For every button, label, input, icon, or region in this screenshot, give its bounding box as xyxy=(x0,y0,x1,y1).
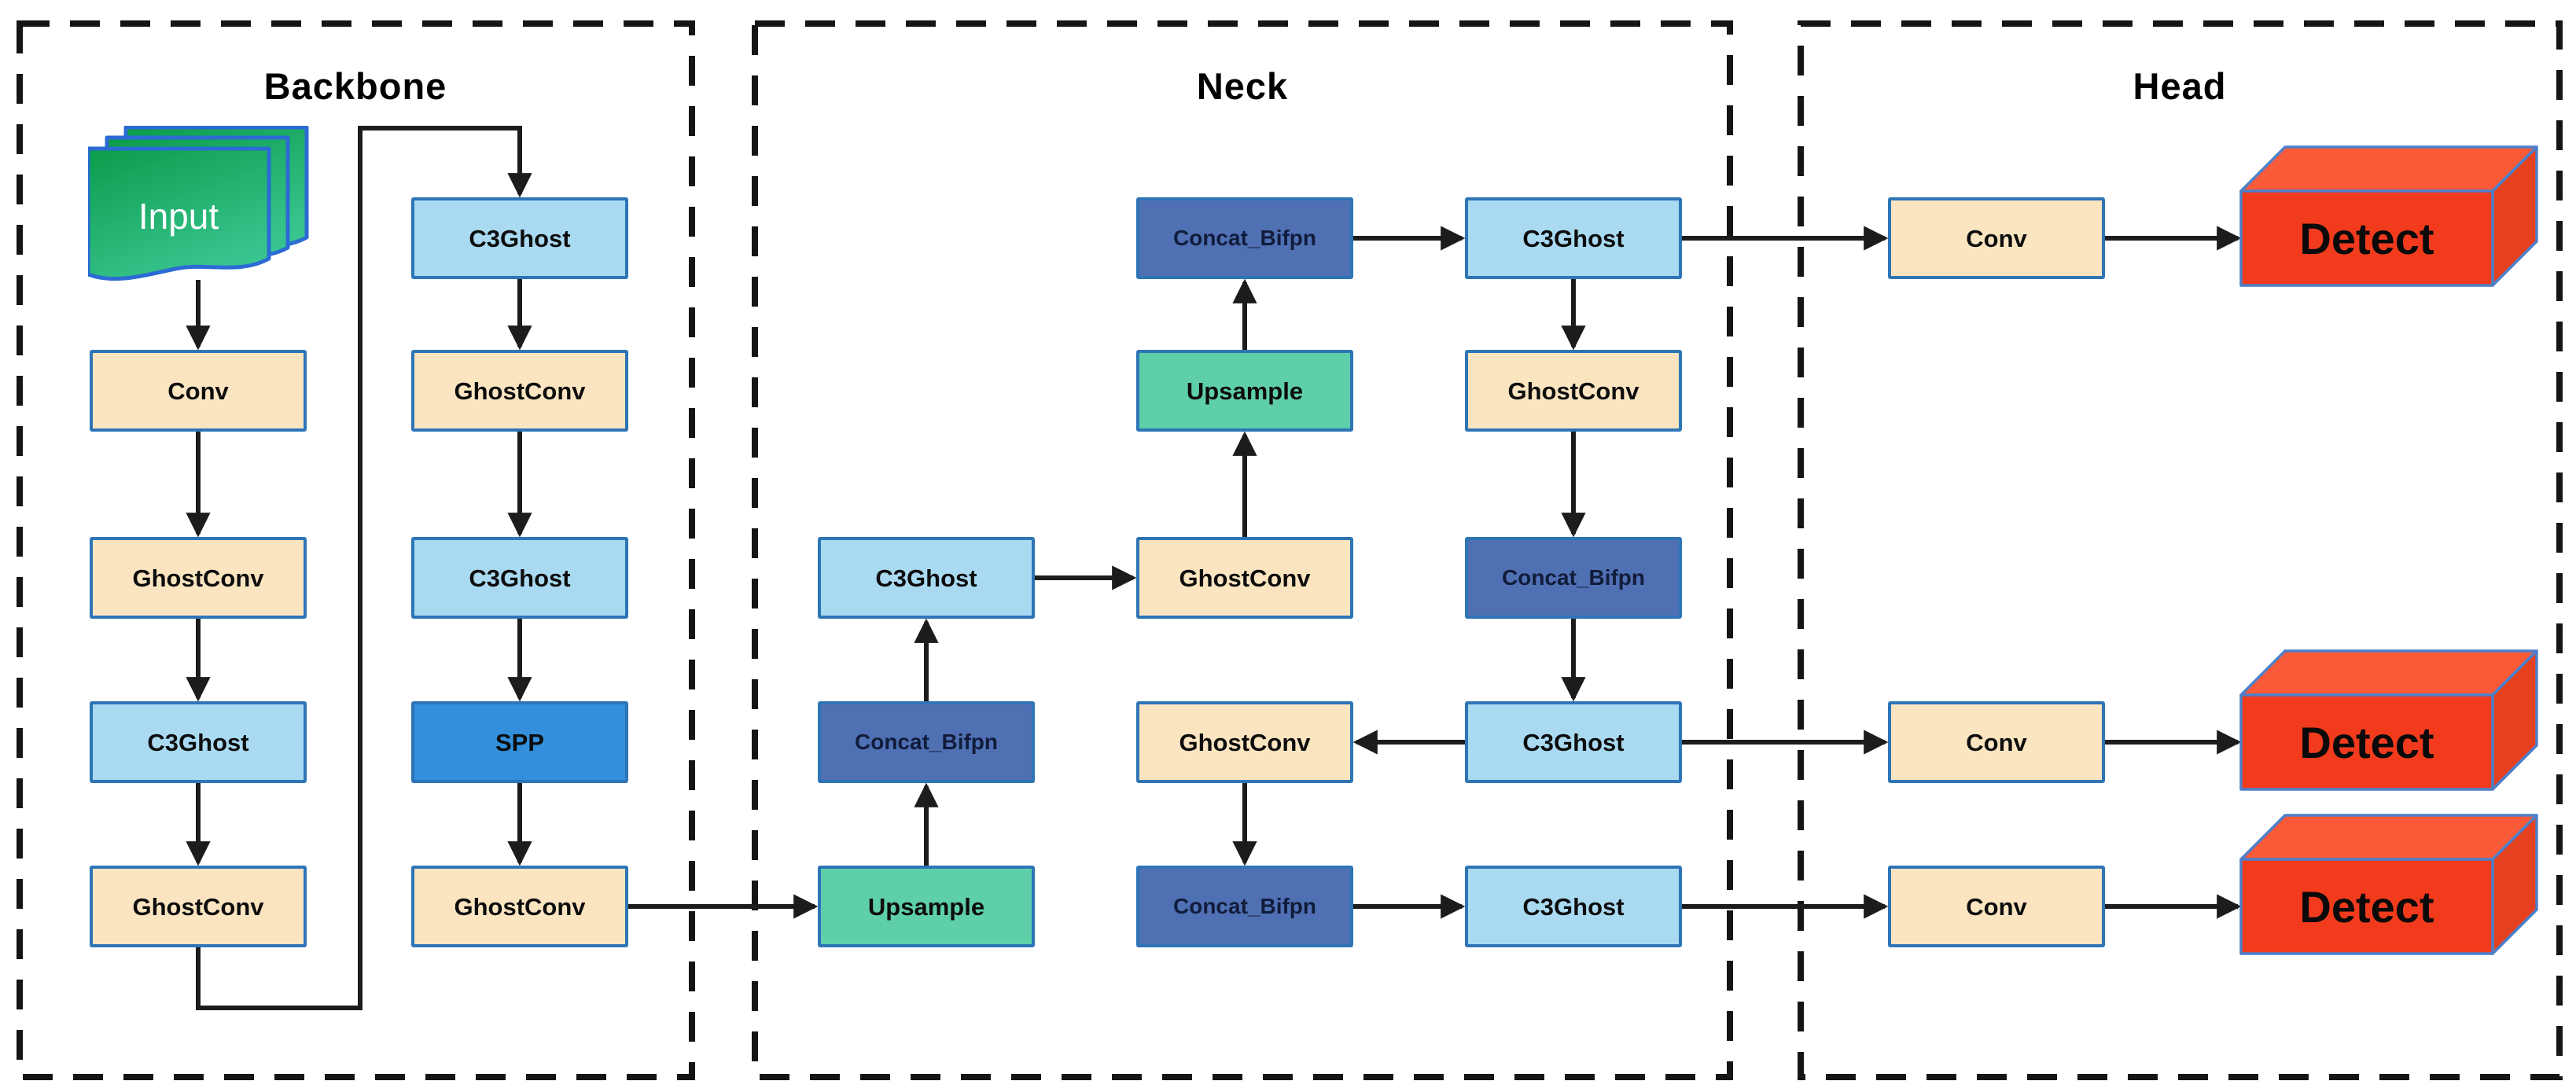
block-ghostconv: GhostConv xyxy=(90,866,307,947)
detect-3d-box: Detect xyxy=(2239,649,2538,791)
block-c3ghost: C3Ghost xyxy=(1465,197,1682,279)
input-label: Input xyxy=(138,196,219,237)
block-conv: Conv xyxy=(90,350,307,432)
block-ghostconv: GhostConv xyxy=(1465,350,1682,432)
block-ghostconv: GhostConv xyxy=(411,350,628,432)
section-box-neck xyxy=(752,20,1733,1080)
detect-3d-box: Detect xyxy=(2239,145,2538,287)
block-concat-bifpn: Concat_Bifpn xyxy=(818,701,1035,783)
section-title-backbone: Backbone xyxy=(263,65,447,107)
input-image-stack: Input xyxy=(88,126,309,281)
block-c3ghost: C3Ghost xyxy=(411,537,628,619)
block-ghostconv: GhostConv xyxy=(1136,701,1353,783)
section-box-backbone xyxy=(17,20,695,1080)
block-ghostconv: GhostConv xyxy=(1136,537,1353,619)
block-ghostconv: GhostConv xyxy=(90,537,307,619)
detect-label: Detect xyxy=(2299,718,2434,767)
connector-ghost_bl_r5-to-c3_br_r1 xyxy=(196,126,532,1010)
block-c3ghost: C3Ghost xyxy=(90,701,307,783)
block-ghostconv: GhostConv xyxy=(411,866,628,947)
block-spp: SPP xyxy=(411,701,628,783)
block-upsample: Upsample xyxy=(818,866,1035,947)
block-upsample: Upsample xyxy=(1136,350,1353,432)
detect-3d-box: Detect xyxy=(2239,814,2538,955)
section-title-head: Head xyxy=(2133,65,2227,107)
block-conv: Conv xyxy=(1888,701,2105,783)
block-conv: Conv xyxy=(1888,866,2105,947)
detect-label: Detect xyxy=(2299,214,2434,263)
block-c3ghost: C3Ghost xyxy=(818,537,1035,619)
block-c3ghost: C3Ghost xyxy=(411,197,628,279)
block-concat-bifpn: Concat_Bifpn xyxy=(1465,537,1682,619)
section-title-neck: Neck xyxy=(1196,65,1289,107)
section-box-head xyxy=(1798,20,2563,1080)
block-conv: Conv xyxy=(1888,197,2105,279)
block-c3ghost: C3Ghost xyxy=(1465,701,1682,783)
block-concat-bifpn: Concat_Bifpn xyxy=(1136,197,1353,279)
block-c3ghost: C3Ghost xyxy=(1465,866,1682,947)
detect-label: Detect xyxy=(2299,882,2434,932)
block-concat-bifpn: Concat_Bifpn xyxy=(1136,866,1353,947)
